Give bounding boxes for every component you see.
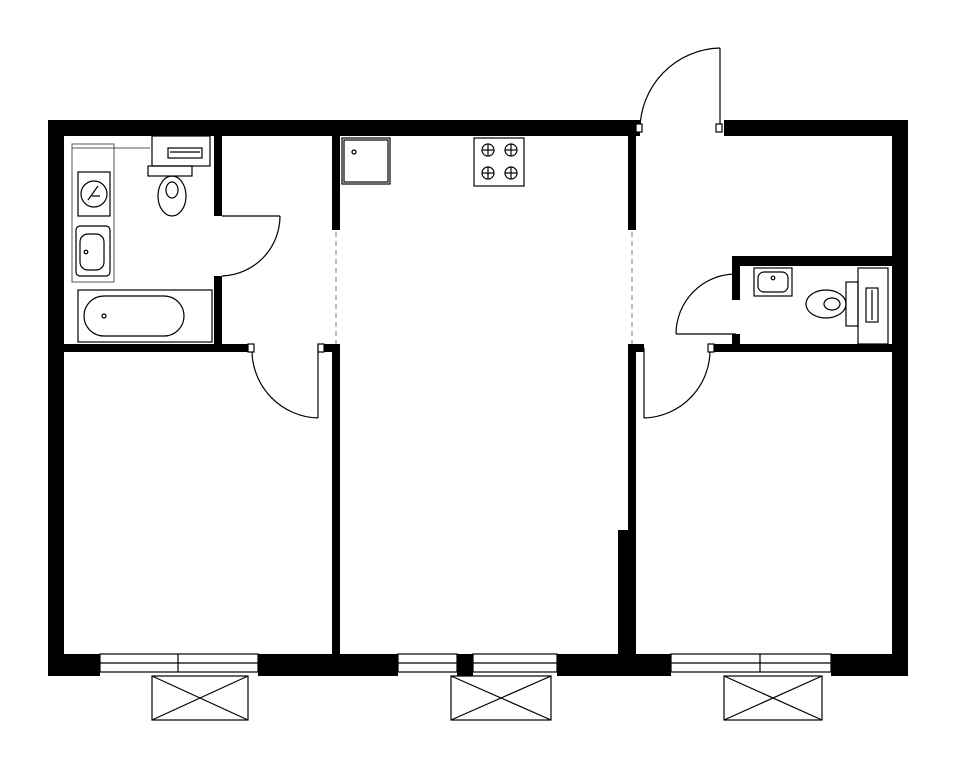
open-plan-boundaries	[335, 232, 633, 344]
bathroom-fixtures	[71, 135, 213, 343]
bathroom-door[interactable]	[221, 215, 281, 277]
wash-basin-icon	[75, 225, 111, 277]
burner-icon	[504, 166, 518, 180]
bathtub-icon	[77, 289, 213, 343]
wc-fixtures	[753, 267, 889, 345]
window-center-2	[472, 653, 558, 673]
burner-icon	[481, 143, 495, 157]
burner-icon	[504, 143, 518, 157]
wc-door[interactable]	[675, 273, 737, 335]
kitchen-sink-icon	[341, 137, 391, 185]
cistern-icon	[151, 135, 211, 167]
wash-basin-icon	[753, 267, 793, 297]
balcony-left	[151, 675, 249, 721]
burner-icon	[481, 166, 495, 180]
toilet-icon	[147, 165, 193, 217]
balcony-right	[723, 675, 823, 721]
bedroom-right-door[interactable]	[643, 343, 715, 419]
kitchen-fixtures	[341, 137, 525, 187]
bedroom-left-door[interactable]	[247, 343, 325, 419]
window-right	[670, 653, 832, 673]
window-center-1	[397, 653, 458, 673]
washing-machine-icon	[77, 171, 111, 217]
hob-icon	[473, 137, 525, 187]
entrance-door[interactable]	[635, 47, 723, 133]
balcony-center	[450, 675, 552, 721]
interior-walls	[64, 136, 892, 654]
window-left	[99, 653, 259, 673]
cistern-icon	[857, 267, 889, 345]
outer-walls	[48, 120, 908, 676]
toilet-icon	[805, 281, 859, 327]
